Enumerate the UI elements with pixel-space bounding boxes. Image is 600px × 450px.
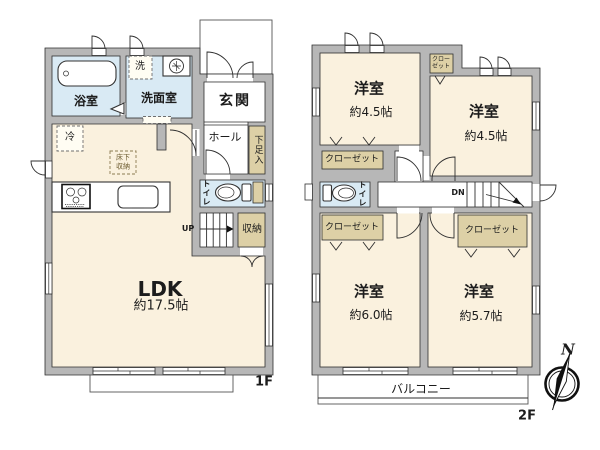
fridge-box — [56, 125, 84, 152]
closet-sw-area — [321, 214, 384, 241]
room-ne-door — [431, 156, 456, 182]
hall-toilet-door — [205, 149, 231, 175]
water-heater-icon — [162, 55, 191, 77]
closet-se-area — [457, 214, 528, 248]
balcony-outline — [317, 374, 529, 405]
shoe-cabinet-area — [248, 125, 266, 175]
porch-outline — [199, 19, 273, 75]
terrace-outline — [89, 374, 234, 393]
stairs-up-arrow — [227, 225, 234, 233]
stairs-2f-treads — [466, 181, 525, 208]
washer-box — [128, 55, 153, 80]
room-ne-area — [429, 75, 533, 177]
bathroom-door-mark — [109, 102, 125, 115]
storage-1f-area — [237, 212, 266, 248]
stairs-1f-treads — [200, 213, 227, 247]
closet-fold-marks — [329, 75, 521, 258]
closet-nw-area — [321, 150, 384, 170]
hall-strip-area — [394, 150, 424, 183]
entrance-door-arc2 — [236, 61, 254, 79]
stairs-down-arrow — [512, 197, 521, 205]
washroom-sliding-door — [142, 116, 172, 124]
entrance-door-arc — [206, 51, 234, 79]
closet-small-area — [429, 53, 454, 74]
toilet-2f-icon — [322, 184, 357, 202]
kitchen-wall-stub — [156, 123, 167, 151]
bathtub-icon — [57, 60, 117, 87]
floorplan-1f — [30, 19, 274, 393]
windows-2f — [304, 32, 557, 375]
storage-doors — [240, 255, 264, 268]
room-se-door — [429, 212, 455, 239]
room-nw-area — [319, 52, 421, 146]
kitchen-counter — [51, 181, 171, 213]
compass — [544, 351, 580, 411]
corridor-area — [377, 181, 533, 208]
compass-needle-light — [553, 353, 570, 407]
hall-ldk-door — [169, 129, 197, 157]
sink-icon — [117, 185, 159, 209]
floorplan-2f — [304, 32, 557, 405]
toilet-cabinet — [252, 181, 264, 204]
room-sw-door — [396, 212, 423, 239]
toilet-1f-icon — [214, 183, 252, 202]
stove-icon — [61, 183, 91, 210]
windows-1f — [30, 35, 273, 375]
room-nw-door — [396, 156, 422, 182]
underfloor-storage-box — [109, 150, 137, 175]
